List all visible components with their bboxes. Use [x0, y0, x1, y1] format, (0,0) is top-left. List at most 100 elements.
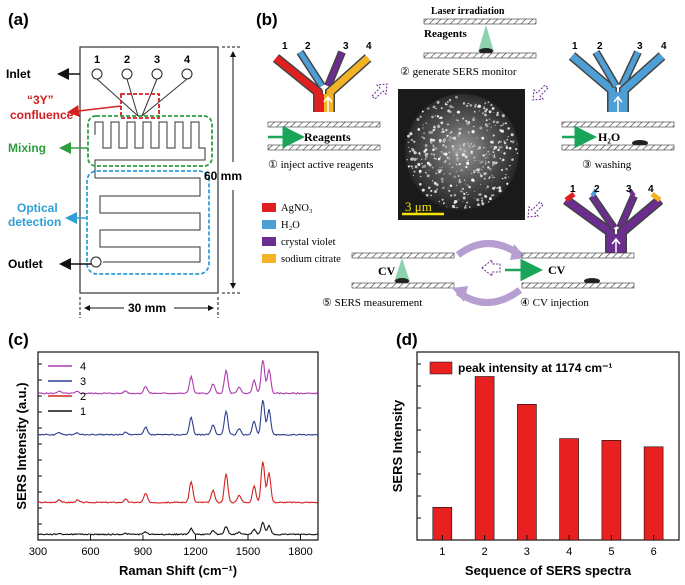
sem-particle [468, 144, 471, 147]
sem-image [398, 89, 525, 220]
sem-particle [493, 155, 496, 158]
sem-particle [434, 146, 438, 150]
sem-particle [492, 193, 495, 197]
legend-swatch-agno3 [262, 203, 276, 212]
sem-particle [448, 98, 452, 102]
sem-particle [516, 152, 519, 155]
sem-particle [486, 129, 488, 132]
sem-particle [455, 206, 458, 209]
sem-particle [510, 140, 512, 142]
sem-particle [446, 134, 449, 137]
sem-particle [455, 151, 459, 155]
sem-particle [479, 173, 482, 175]
sem-particle [432, 148, 435, 152]
sem-particle [422, 124, 424, 126]
sem-particle [481, 199, 484, 202]
sem-particle [482, 154, 485, 157]
sem-particle [479, 168, 481, 170]
port-label-3: 3 [154, 54, 160, 66]
sem-particle [467, 131, 470, 134]
sem-particle [463, 179, 466, 181]
sem-particle [447, 123, 449, 126]
sem-particle [502, 124, 504, 126]
sem-particle [457, 199, 459, 201]
sem-particle [480, 168, 483, 171]
sem-particle [486, 185, 489, 188]
sem-particle [495, 161, 498, 165]
cv-label-step5: CV [378, 264, 396, 278]
substrate-step3-top [561, 121, 675, 128]
sem-particle [424, 148, 428, 152]
sem-particle [437, 124, 440, 126]
cycle-arrow-1 [371, 83, 388, 100]
bar-3 [517, 403, 537, 541]
sem-particle [508, 146, 512, 150]
sem-particle [458, 179, 461, 181]
optical-label-1: Optical [17, 201, 58, 215]
sem-particle [419, 172, 421, 174]
y-inlet-channels [96, 78, 188, 117]
sem-particle [466, 142, 470, 146]
sem-particle [443, 160, 446, 164]
sem-particle [440, 177, 444, 181]
sem-particle [435, 107, 437, 110]
sem-particle [473, 156, 476, 159]
port-circles [91, 68, 193, 80]
sem-particle [443, 173, 445, 175]
sem-particle [477, 160, 480, 162]
sem-particle [439, 166, 441, 168]
sem-particle [481, 160, 484, 163]
sem-particle [434, 190, 437, 194]
sem-particle [449, 132, 451, 134]
sem-particle [484, 113, 487, 117]
sem-particle [466, 131, 468, 133]
sem-particle [494, 124, 496, 127]
sem-particle [487, 166, 490, 169]
sem-particle [504, 122, 508, 125]
sem-particle [491, 140, 494, 143]
sem-particle [451, 145, 455, 148]
sem-particle [432, 138, 436, 142]
d-xtick-label: 4 [566, 546, 572, 558]
sem-particle [433, 157, 436, 160]
sem-particle [421, 162, 423, 165]
sem-particle [408, 146, 410, 148]
c-xtick-label: 900 [134, 546, 152, 558]
sem-particle [448, 162, 451, 165]
sem-particle [492, 186, 496, 190]
sem-particle [451, 106, 454, 109]
sem-particle [469, 146, 472, 148]
port-label-4: 4 [184, 54, 191, 66]
sem-particle [488, 118, 491, 120]
sem-particle [472, 116, 475, 119]
sem-particle [411, 157, 415, 160]
sem-particle [450, 194, 453, 197]
sem-particle [443, 141, 445, 143]
sem-particle [467, 159, 469, 162]
sem-particle [449, 139, 451, 141]
substrate-step4-bottom [521, 282, 635, 289]
sem-particle [468, 206, 471, 208]
cycle-arc-bottom [455, 287, 523, 306]
sem-particle [443, 139, 447, 142]
sem-particle [491, 107, 495, 110]
c-xtick-label: 300 [29, 546, 47, 558]
sem-particle [462, 196, 466, 200]
sem-particle [441, 180, 444, 183]
sem-particle [455, 163, 458, 166]
sem-particle [464, 206, 467, 209]
legend-swatch-h2o [262, 220, 276, 229]
sem-particle [452, 136, 457, 140]
sem-particle [442, 144, 445, 147]
sem-particle [484, 147, 486, 149]
sem-particle [475, 168, 478, 171]
sem-particle [496, 187, 498, 189]
sem-particle [422, 127, 424, 129]
sem-particle [477, 203, 480, 207]
sem-particle [485, 124, 489, 128]
sem-particle [496, 111, 499, 114]
sem-particle [516, 143, 518, 145]
substrate-step1-bottom [267, 144, 381, 151]
sem-particle [430, 194, 432, 197]
sem-particle [510, 133, 514, 137]
